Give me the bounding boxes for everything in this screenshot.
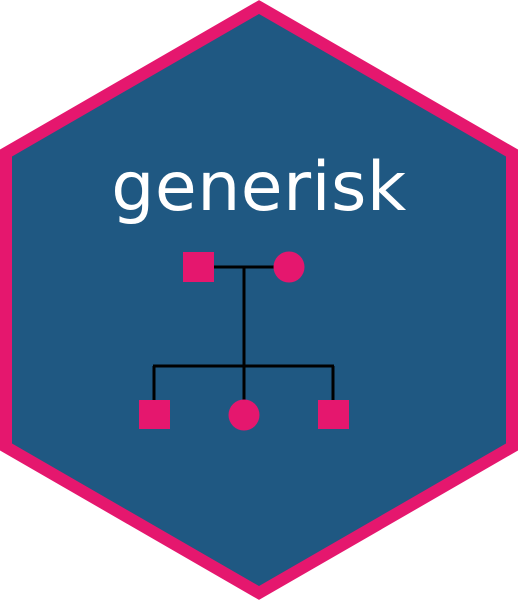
father-square-icon — [183, 252, 214, 282]
mother-circle-icon — [273, 251, 305, 283]
daughter-circle-icon — [228, 399, 260, 431]
son-2-square-icon — [318, 400, 349, 429]
pedigree-symbols — [139, 251, 349, 431]
son-1-square-icon — [139, 400, 170, 429]
logo-title: generisk — [111, 148, 407, 227]
